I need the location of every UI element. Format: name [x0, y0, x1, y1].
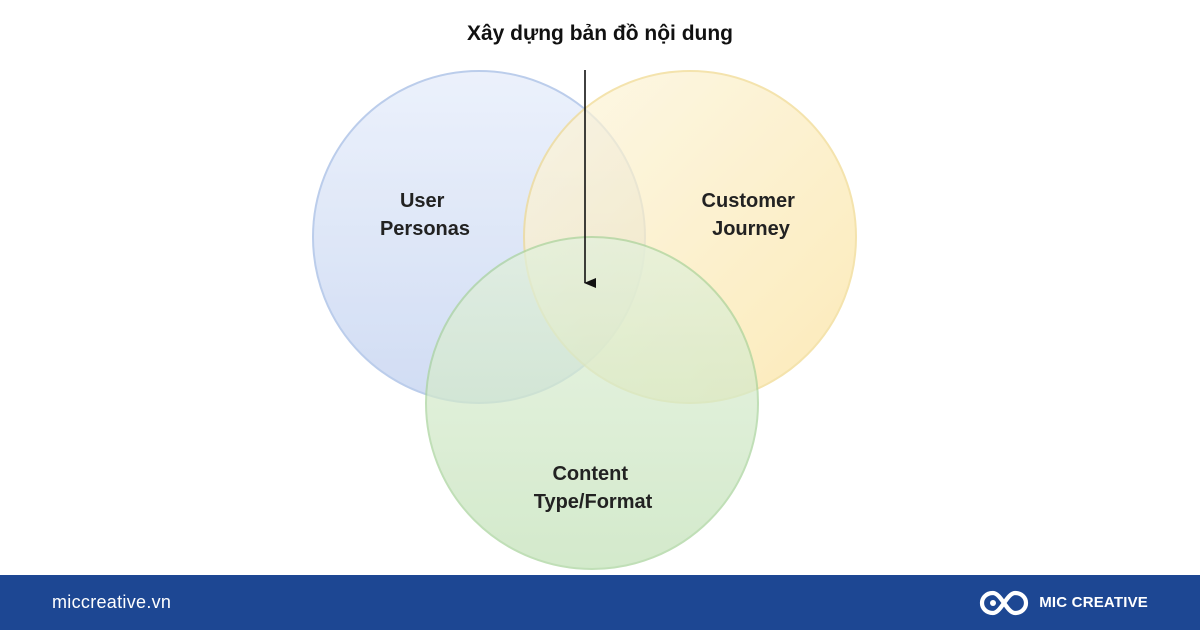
- diagram-title: Xây dựng bản đồ nội dung: [467, 22, 733, 45]
- footer-bar: miccreative.vn MIC CREATIVE: [0, 575, 1200, 630]
- label-line: Journey: [712, 218, 791, 240]
- brand: MIC CREATIVE: [979, 588, 1148, 618]
- label-line: Type/Format: [534, 491, 653, 513]
- brand-name: MIC CREATIVE: [1039, 594, 1148, 611]
- circle-content-type: [425, 236, 759, 570]
- mic-creative-logo-icon: [980, 590, 1029, 615]
- venn-diagram: Xây dựng bản đồ nội dung User Personas C…: [312, 22, 857, 570]
- label-line: User: [400, 190, 445, 212]
- label-customer-journey: Customer Journey: [702, 190, 801, 240]
- label-content-type: Content Type/Format: [534, 463, 653, 513]
- label-line: Customer: [702, 190, 796, 212]
- label-line: Content: [552, 463, 628, 485]
- footer-url[interactable]: miccreative.vn: [52, 592, 172, 612]
- label-line: Personas: [380, 218, 470, 240]
- label-user-personas: User Personas: [380, 190, 470, 240]
